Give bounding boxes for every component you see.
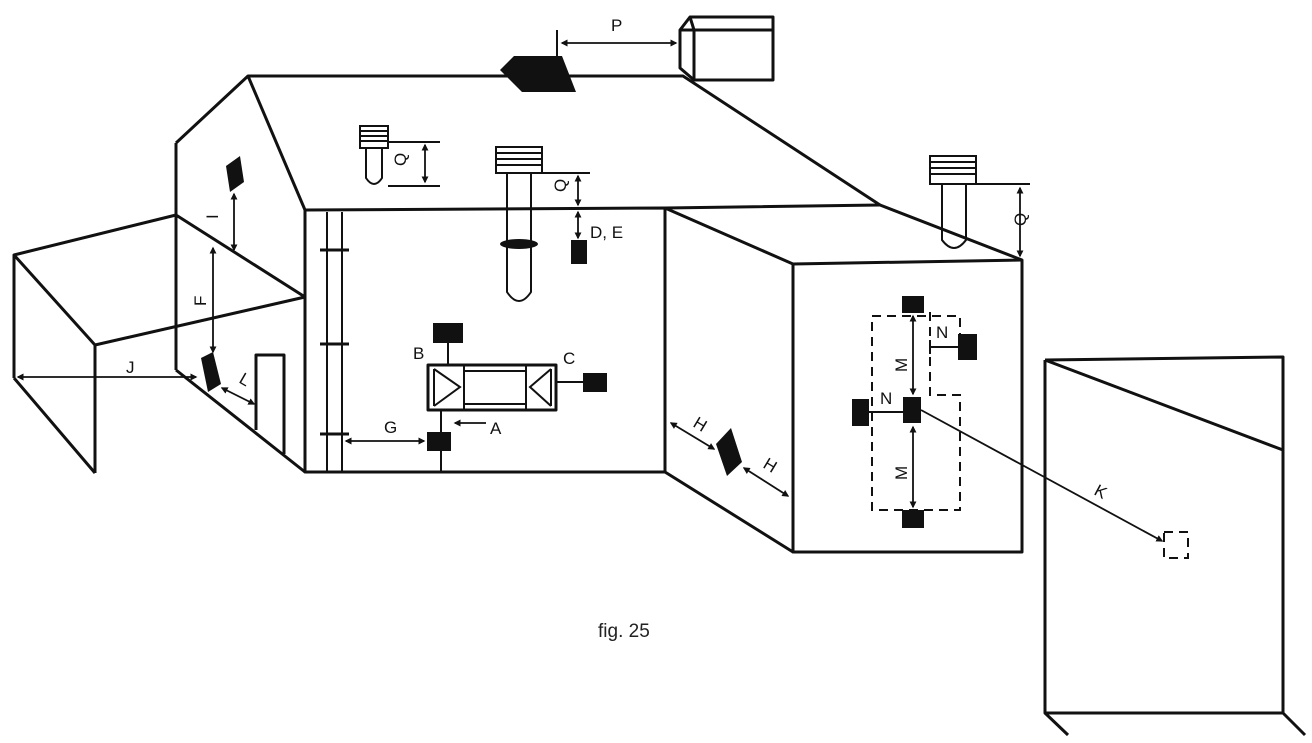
label-q-small: Q [391, 153, 410, 166]
label-h-right: H [760, 454, 780, 477]
main-house [174, 74, 882, 474]
flue-terminal-small [359, 125, 389, 185]
chimney-stack [500, 56, 576, 92]
opening-outline [1163, 531, 1189, 559]
flue-terminal-tall [495, 146, 543, 302]
terminal-de [571, 240, 587, 264]
dimension-lines [16, 30, 1164, 542]
terminal-h [716, 428, 742, 476]
terminal-m-bottom [902, 510, 924, 528]
label-n-right: N [936, 323, 948, 342]
terminal-a [427, 432, 451, 451]
terminal-markers [201, 156, 977, 528]
label-c: C [563, 349, 575, 368]
label-m-upper: M [892, 358, 911, 372]
boundary-wall [1043, 355, 1307, 737]
figure-caption: fig. 25 [598, 621, 650, 642]
terminal-n-right [958, 334, 977, 360]
label-g: G [384, 418, 397, 437]
label-k: K [1091, 481, 1111, 503]
extension-building [664, 203, 1024, 554]
window-unit [426, 363, 558, 412]
label-a: A [490, 419, 502, 438]
label-j: J [126, 358, 135, 377]
terminal-f [201, 352, 221, 392]
label-i: I [203, 214, 222, 219]
terminal-m-top [902, 296, 924, 313]
label-h-left: H [690, 413, 710, 436]
label-n-left: N [880, 389, 892, 408]
terminal-b [433, 323, 463, 343]
terminal-c [583, 373, 607, 392]
label-b: B [413, 344, 424, 363]
label-de: D, E [590, 223, 623, 242]
terminal-centre [903, 397, 921, 423]
label-q-right: Q [1011, 213, 1030, 226]
carport-structure [12, 213, 306, 474]
label-f: F [191, 296, 210, 306]
clearance-zone-outline [871, 312, 961, 511]
label-m-lower: M [892, 466, 911, 480]
terminal-n-left [852, 399, 869, 426]
label-q-tall: Q [551, 179, 570, 192]
flue-terminal-right [929, 155, 977, 249]
roof-box [678, 15, 775, 82]
label-p: P [611, 16, 622, 35]
label-l: L [236, 369, 254, 390]
terminal-gable [226, 156, 244, 192]
